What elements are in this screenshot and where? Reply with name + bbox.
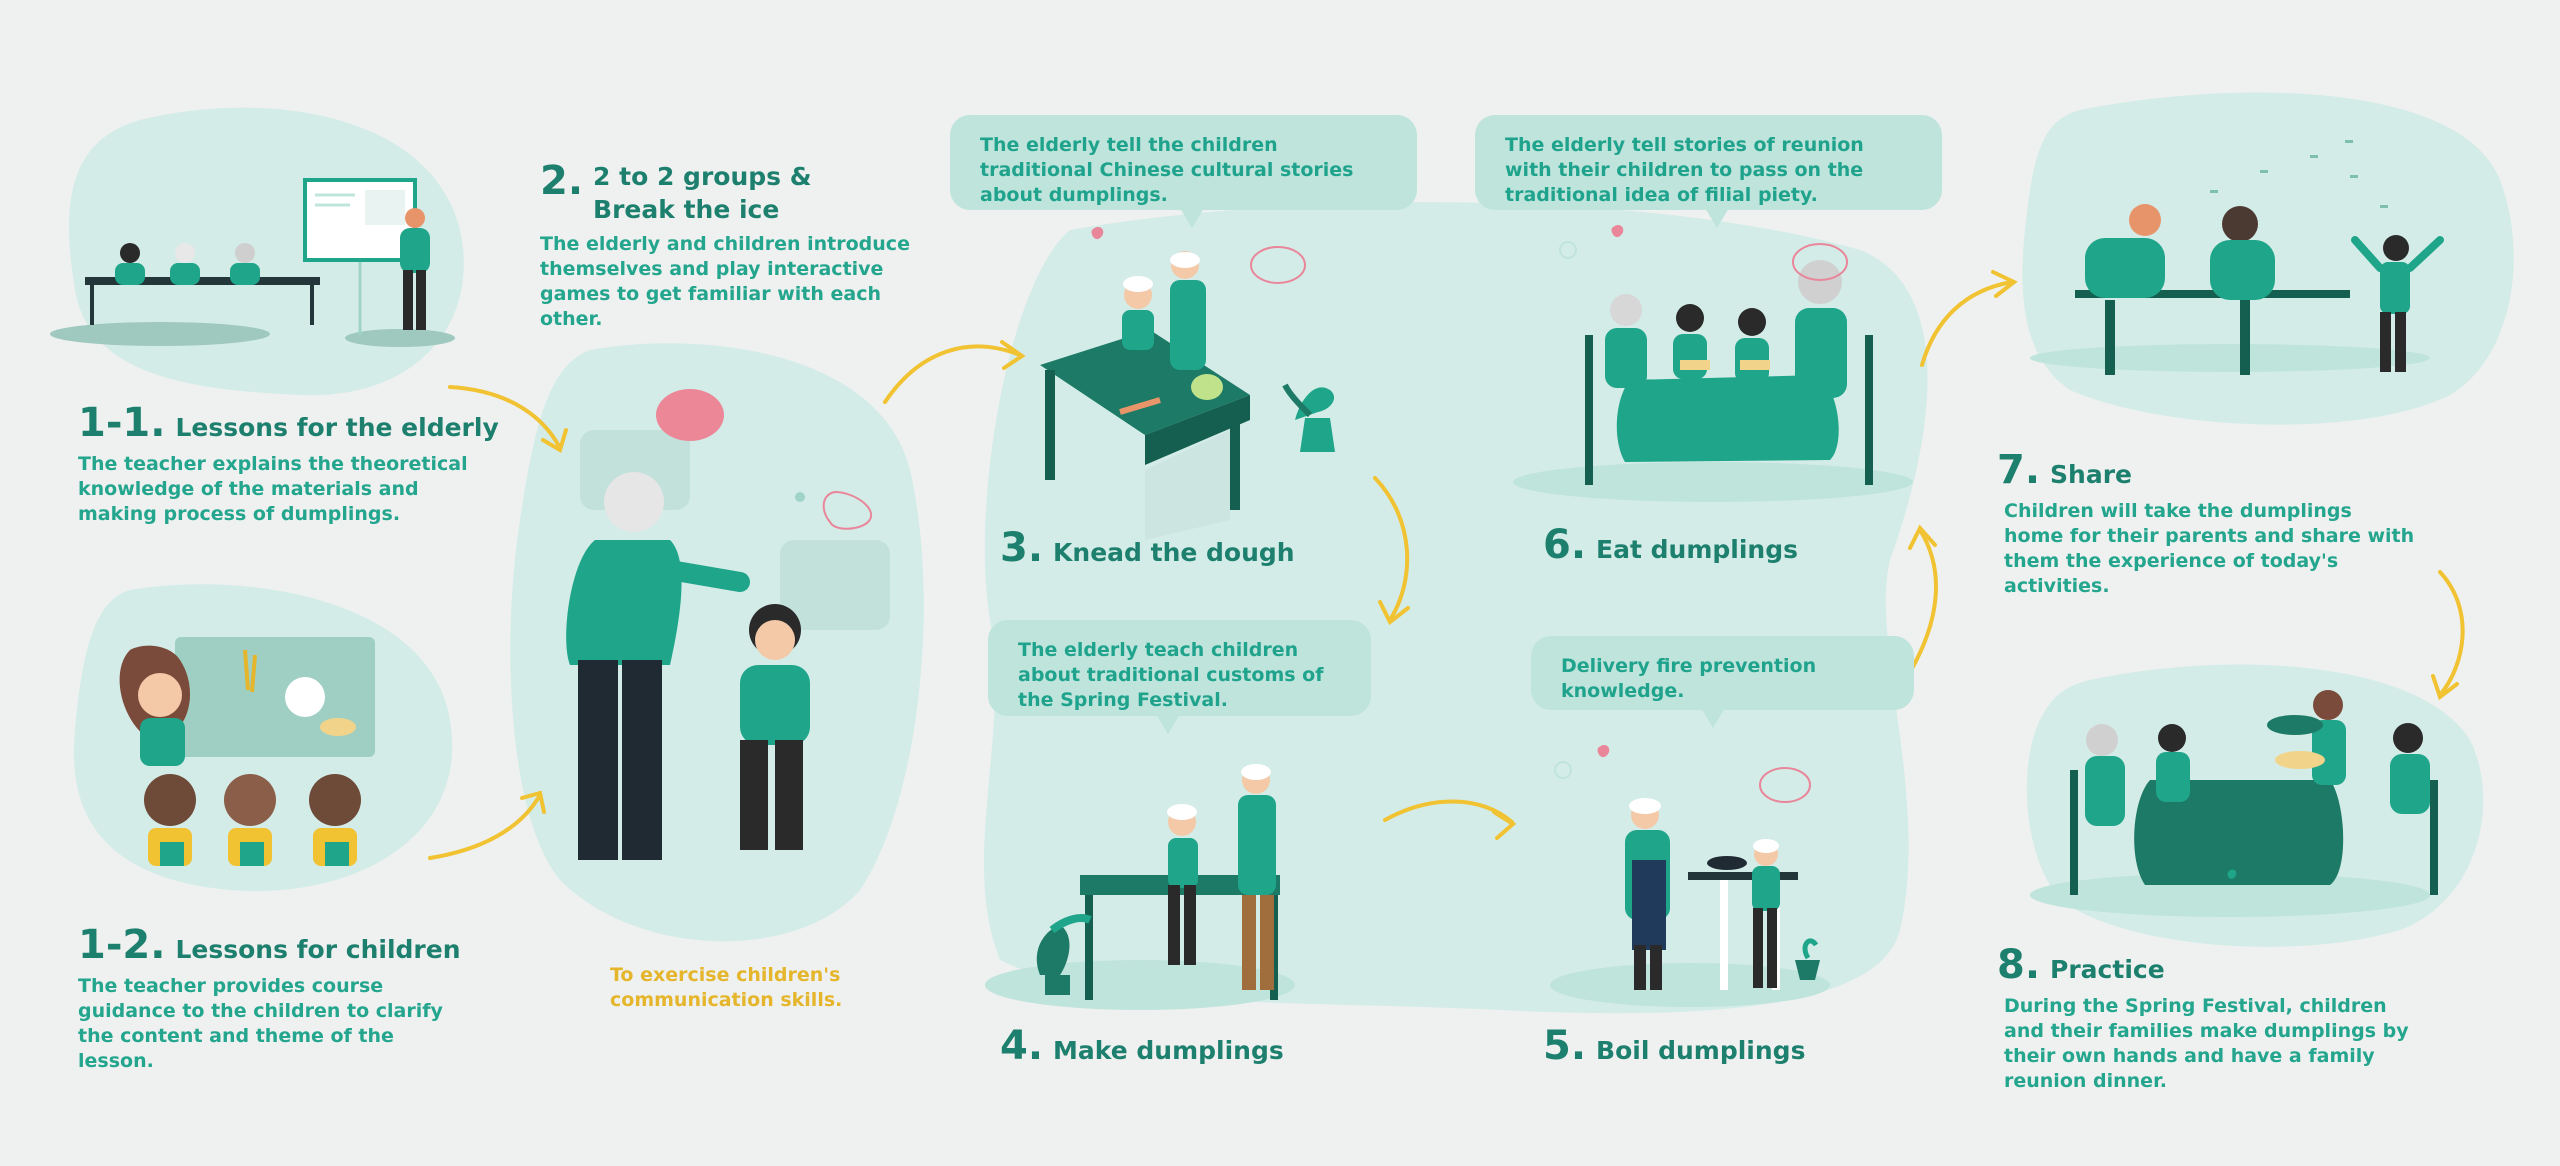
step-6-number: 6. <box>1543 522 1587 568</box>
step-7-label: Share <box>2050 460 2132 489</box>
step-8-description: During the Spring Festival, children and… <box>2004 995 2409 1092</box>
step-7-number: 7. <box>1997 447 2041 493</box>
step-8-number: 8. <box>1997 942 2041 988</box>
step-3: 3. Knead the dough <box>1000 525 1295 571</box>
arrow-7-to-8 <box>2438 570 2465 697</box>
step-2-description: The elderly and children introduce thems… <box>540 233 910 330</box>
illustration-break-ice <box>566 389 890 860</box>
arrow-1-2-to-2 <box>428 793 542 860</box>
arrow-6-to-7 <box>1920 280 2014 367</box>
step-6-bubble: The elderly tell stories of reunion with… <box>1475 115 1942 228</box>
step-3-number: 3. <box>1000 525 1044 571</box>
step-4-label: Make dumplings <box>1053 1036 1284 1065</box>
step-1-2-label: Lessons for children <box>175 935 461 964</box>
step-1-1-number: 1-1. <box>78 400 166 446</box>
step-5-bubble: Delivery fire prevention knowledge. <box>1531 636 1914 728</box>
step-1-1-label: Lessons for the elderly <box>175 413 499 442</box>
illustration-boil-dumplings <box>1550 745 1830 1007</box>
illustration-lessons-children <box>119 637 375 866</box>
step-4-bubble: The elderly teach children about traditi… <box>988 620 1371 734</box>
step-3-label: Knead the dough <box>1053 538 1295 567</box>
step-4-number: 4. <box>1000 1023 1044 1069</box>
arrow-5-to-6 <box>1908 528 1938 674</box>
step-7-description: Children will take the dumplings home fo… <box>2004 500 2415 597</box>
step-1-1-title: 1-1. Lessons for the elderly <box>78 400 499 446</box>
step-6-label: Eat dumplings <box>1596 535 1798 564</box>
step-1-1-description: The teacher explains the theoretical kno… <box>78 453 468 525</box>
step-1-2-description: The teacher provides course guidance to … <box>78 975 443 1072</box>
arrow-2-to-3 <box>883 344 1022 404</box>
step-1-1: 1-1. Lessons for the elderly The teacher … <box>78 400 499 527</box>
step-1-2-title: 1-2. Lessons for children <box>78 922 461 968</box>
step-3-bubble: The elderly tell the children traditiona… <box>950 115 1417 228</box>
illustration-share <box>2030 140 2444 375</box>
illustration-make-dumplings <box>985 764 1295 1010</box>
step-5-label: Boil dumplings <box>1596 1036 1806 1065</box>
step-1-2: 1-2. Lessons for children The teacher pro… <box>78 922 461 1074</box>
step-2-number: 2. <box>540 158 584 204</box>
arrow-3-to-4 <box>1373 476 1410 622</box>
illustration-eat-dumplings <box>1513 225 1913 502</box>
step-8-label: Practice <box>2050 955 2165 984</box>
step-2: 2.2 to 2 groups & Break the ice The elde… <box>540 158 920 332</box>
illustration-practice <box>2030 690 2438 917</box>
step-2-title: 2.2 to 2 groups & Break the ice <box>540 158 920 226</box>
step-7: 7. Share Children will take the dumplings… <box>1997 447 2417 599</box>
step-5-number: 5. <box>1543 1023 1587 1069</box>
step-2-label: 2 to 2 groups & Break the ice <box>593 162 812 224</box>
illustration-lessons-elderly <box>50 178 455 347</box>
illustration-knead-dough <box>1040 227 1335 540</box>
step-1-2-number: 1-2. <box>78 922 166 968</box>
step-6: 6. Eat dumplings <box>1543 522 1798 568</box>
step-4: 4. Make dumplings <box>1000 1023 1284 1069</box>
arrow-1-1-to-2 <box>448 385 562 450</box>
step-5: 5. Boil dumplings <box>1543 1023 1805 1069</box>
step-2-note: To exercise children's communication ski… <box>610 964 843 1011</box>
step-8: 8. Practice During the Spring Festival, c… <box>1997 942 2427 1094</box>
flow-arrows <box>428 270 2465 860</box>
